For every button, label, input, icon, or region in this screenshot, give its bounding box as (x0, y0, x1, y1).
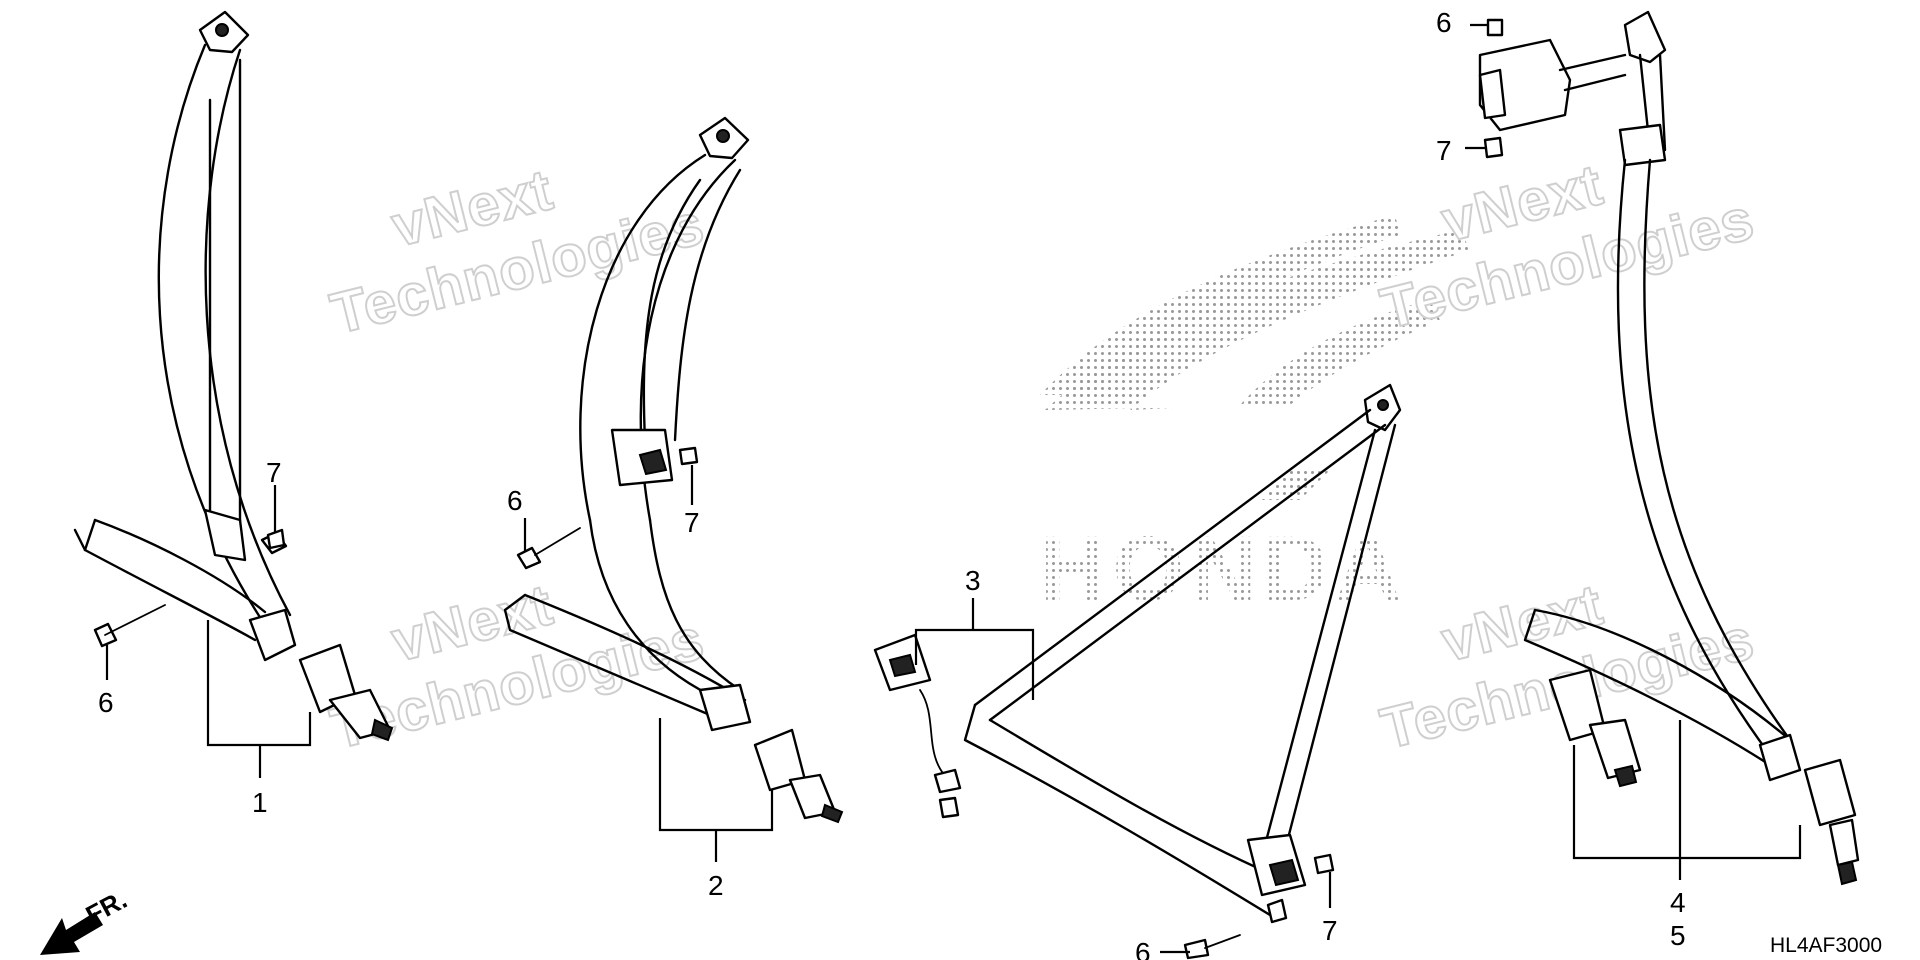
arrow-left-down-icon (40, 912, 103, 955)
callout-4: 4 (1670, 887, 1686, 918)
seat-belt-assembly-1 (73, 10, 394, 742)
watermark-bottom-right: vNext Technologies (1374, 571, 1762, 763)
callout-2: 2 (708, 870, 724, 901)
drawing-code: HL4AF3000 (1770, 934, 1882, 957)
honda-wing-logo (1040, 215, 1470, 500)
callout-7-bottom: 7 (1322, 915, 1338, 946)
seat-belt-assembly-4-5 (1478, 10, 1860, 886)
callout-6-top-right: 6 (1436, 7, 1452, 38)
callout-1: 1 (252, 787, 268, 818)
callout-5: 5 (1670, 920, 1686, 951)
seat-belt-assembly-2 (503, 116, 844, 824)
callout-7-left: 7 (266, 457, 282, 488)
callout-7-center-left: 7 (684, 507, 700, 538)
front-direction-arrow: FR. (40, 884, 132, 955)
seat-belt-assembly-3 (873, 383, 1402, 960)
watermark-top-right: vNext Technologies (1374, 151, 1762, 343)
callout-7-top-right: 7 (1436, 135, 1452, 166)
leader-lines (105, 23, 1802, 954)
callout-6-left: 6 (98, 687, 114, 718)
callout-3: 3 (965, 565, 981, 596)
callout-6-bottom: 6 (1135, 937, 1151, 960)
honda-logo-text: HONDA (1040, 518, 1407, 620)
callout-6-center-left: 6 (507, 485, 523, 516)
watermark-top-left: vNext Technologies (324, 156, 712, 348)
